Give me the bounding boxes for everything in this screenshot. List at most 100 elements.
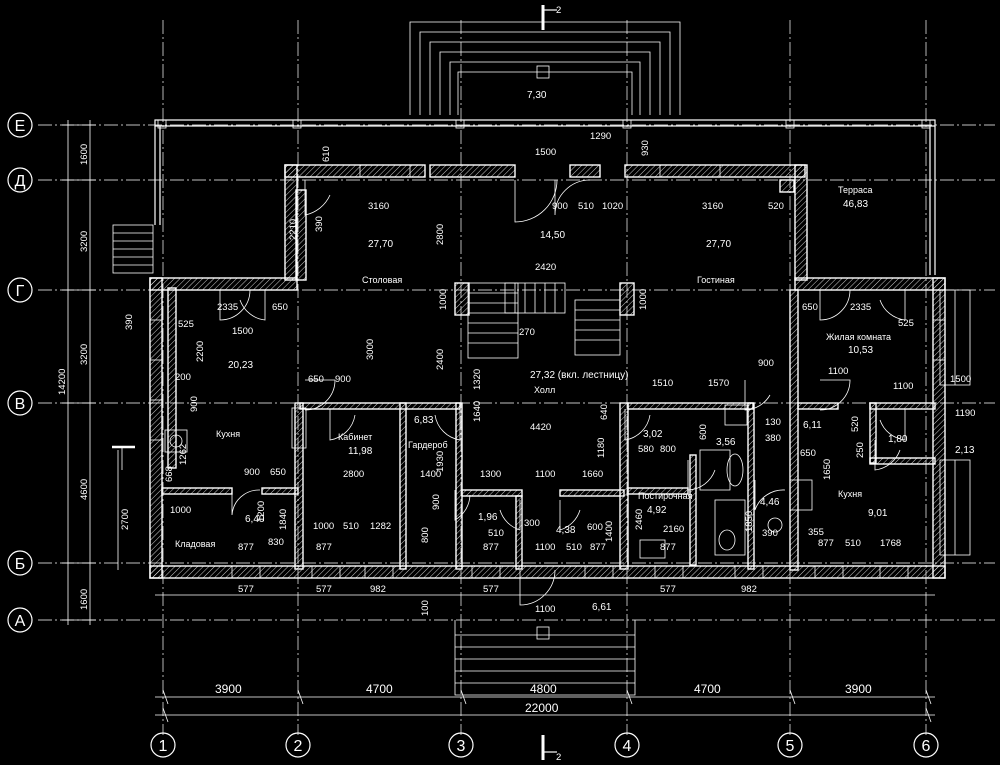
dim-900-c: 900 xyxy=(189,396,200,412)
dim-2420: 2420 xyxy=(535,262,556,273)
room-name-study: Кабинет xyxy=(338,432,372,442)
section-mark-bottom: 2 xyxy=(541,735,561,763)
dim-2335-b: 2335 xyxy=(850,302,871,313)
dim-1400-a: 1400 xyxy=(420,469,441,480)
dim-4420: 4420 xyxy=(530,422,551,433)
dim-577-c: 577 xyxy=(483,584,499,595)
dim-1300: 1300 xyxy=(480,469,501,480)
dim-650-b: 650 xyxy=(308,374,324,385)
dim-1850: 1850 xyxy=(744,511,755,532)
area-small-2: 2,13 xyxy=(955,445,975,456)
fixtures xyxy=(164,404,813,559)
dim-1100-b: 1100 xyxy=(535,469,555,480)
dim-355: 355 xyxy=(808,527,824,538)
area-dining: 27,70 xyxy=(368,239,393,250)
dim-577-d: 577 xyxy=(660,584,676,595)
dim-520-b: 520 xyxy=(850,416,861,432)
dim-1500: 1500 xyxy=(535,147,556,158)
dim-668: 668 xyxy=(164,466,175,482)
dim-877-c: 877 xyxy=(483,542,499,553)
room-name-laundry: Постирочная xyxy=(638,491,693,501)
dim-800-b: 800 xyxy=(420,527,431,543)
area-wc: 1,96 xyxy=(478,512,498,523)
area-entrance-bottom: 6,61 xyxy=(592,602,612,613)
dim-510-d: 510 xyxy=(845,538,861,549)
bottom-dim-1: 3900 xyxy=(215,682,242,696)
bottom-dim-4: 4700 xyxy=(694,682,721,696)
area-vestibule: 4,38 xyxy=(556,525,576,536)
dim-3000: 3000 xyxy=(365,339,376,360)
dim-1200: 1200 xyxy=(256,501,267,522)
area-kitchen-right: 9,01 xyxy=(868,508,888,519)
axis-label-6: 6 xyxy=(922,738,931,755)
axis-label-E: Е xyxy=(15,118,26,135)
area-top-porch: 7,30 xyxy=(527,90,547,101)
dim-2800-a: 2800 xyxy=(435,224,446,245)
dim-2160: 2160 xyxy=(663,524,684,535)
dim-577-b: 577 xyxy=(316,584,332,595)
dim-900-a: 900 xyxy=(552,201,568,212)
axis-label-1: 1 xyxy=(159,738,168,755)
area-pantry: 6,40 xyxy=(245,514,265,525)
windows xyxy=(149,164,946,579)
dim-650-c: 650 xyxy=(802,302,818,313)
section-1-mark xyxy=(112,445,135,470)
dim-2335-a: 2335 xyxy=(217,302,238,313)
area-hall: 27,32 (вкл. лестницу) xyxy=(530,370,628,381)
dim-640: 640 xyxy=(599,404,610,420)
dim-877-b: 877 xyxy=(316,542,332,553)
dim-1100-c: 1100 xyxy=(535,542,555,553)
dim-877-a: 877 xyxy=(238,542,254,553)
dim-830: 830 xyxy=(268,537,284,548)
room-name-bedroom: Жилая комната xyxy=(826,332,891,342)
dim-1500-c: 1500 xyxy=(950,374,971,385)
area-living: 27,70 xyxy=(706,239,731,250)
dim-1100-a: 1100 xyxy=(893,381,913,392)
room-name-living: Гостиная xyxy=(697,275,735,285)
dim-1020: 1020 xyxy=(602,201,623,212)
area-small-1: 1,80 xyxy=(888,434,908,445)
dim-982-b: 982 xyxy=(741,584,757,595)
dim-250: 250 xyxy=(855,442,866,458)
dim-3160-a: 3160 xyxy=(368,201,389,212)
bottom-dim-2: 4700 xyxy=(366,682,393,696)
area-terrace: 46,83 xyxy=(843,199,868,210)
dim-390-a: 390 xyxy=(314,216,325,232)
dim-510-a: 510 xyxy=(578,201,594,212)
dim-1180: 1180 xyxy=(596,438,607,458)
left-dim-2: 3200 xyxy=(79,231,90,252)
room-name-kitchen-left: Кухня xyxy=(216,429,240,439)
dim-1000-b: 1000 xyxy=(638,289,649,310)
exterior-walls xyxy=(149,164,946,579)
dim-1500-b: 1500 xyxy=(232,326,253,337)
left-dim-3: 3200 xyxy=(79,344,90,365)
dim-1650: 1650 xyxy=(822,459,833,480)
dim-1570: 1570 xyxy=(708,378,729,389)
dim-390-b: 390 xyxy=(762,528,778,539)
area-study: 11,98 xyxy=(348,446,373,457)
dim-1930: 1930 xyxy=(435,451,446,472)
axis-label-G: Г xyxy=(16,283,25,300)
area-bedroom: 10,53 xyxy=(848,345,873,356)
bottom-dim-5: 3900 xyxy=(845,682,872,696)
dim-610: 610 xyxy=(321,146,332,162)
axis-bubbles-letters: Е Д Г В Б А xyxy=(7,112,33,633)
dim-510-e: 510 xyxy=(566,542,582,553)
dim-800: 800 xyxy=(660,444,676,455)
dim-1400-b: 1400 xyxy=(604,521,615,542)
area-corridor-right: 6,11 xyxy=(803,420,822,431)
dim-900-e: 1100 xyxy=(828,366,848,377)
dim-1190: 1190 xyxy=(955,408,975,419)
dim-2460: 2460 xyxy=(634,509,645,530)
dim-1000-d: 1000 xyxy=(313,521,334,532)
room-name-hall: Холл xyxy=(534,385,555,395)
dim-1640: 1640 xyxy=(472,401,483,422)
dim-100: 100 xyxy=(420,600,431,616)
entrance-stairs-top: 7,30 xyxy=(409,21,681,115)
dim-2800-b: 2800 xyxy=(343,469,364,480)
area-bath-2: 3,56 xyxy=(716,437,736,448)
dim-580: 580 xyxy=(638,444,654,455)
dim-1840: 1840 xyxy=(278,509,289,530)
axis-label-A: А xyxy=(15,613,26,630)
dim-650-a: 650 xyxy=(272,302,288,313)
